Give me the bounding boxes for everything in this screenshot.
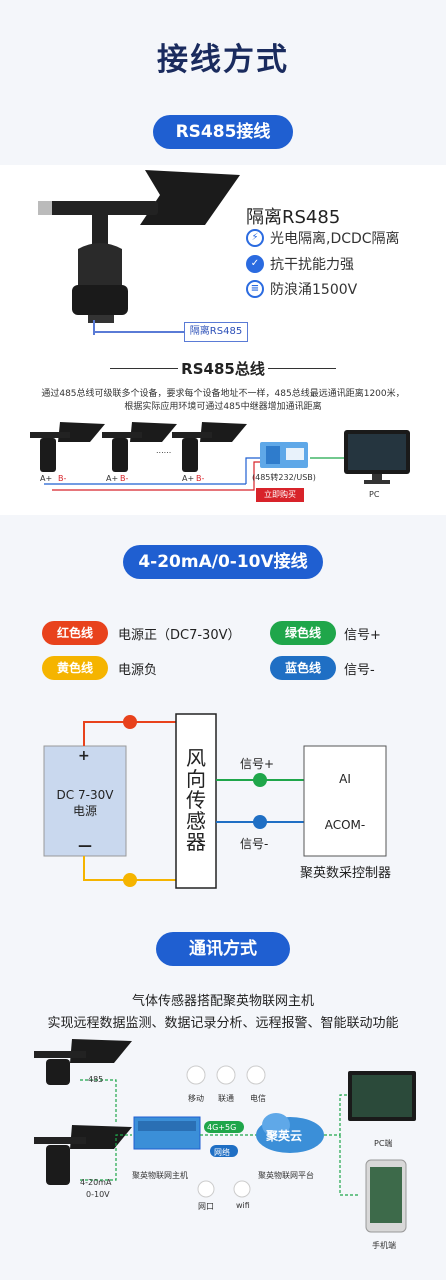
analog-pill: 4-20mA/0-10V接线 <box>123 545 323 579</box>
feature-2: ✓ 抗干扰能力强 <box>246 254 354 274</box>
bus-description: 通过485总线可级联多个设备，要求每个设备地址不一样，485总线最远通讯距离12… <box>41 389 405 412</box>
bus-title: RS485总线 <box>181 360 265 378</box>
comm-diagram <box>34 1039 416 1233</box>
power-label: DC 7-30V 电源 <box>56 788 114 818</box>
wind-vane-sensor-image <box>38 170 240 335</box>
analog-wiring-diagram <box>43 713 387 889</box>
cable-line <box>93 320 184 333</box>
shield-icon: ✓ <box>246 255 264 273</box>
divider-right <box>268 368 336 369</box>
feature-3: ≡ 防浪涌1500V <box>246 279 357 299</box>
sensor-vertical-label: 风 向 传 感 器 <box>186 746 206 854</box>
divider-left <box>110 368 178 369</box>
lines-icon: ≡ <box>246 280 264 298</box>
pc-monitor-image <box>310 430 410 484</box>
page-title: 接线方式 <box>157 42 289 78</box>
rs485-pill: RS485接线 <box>153 115 293 149</box>
sensor-title: 隔离RS485 <box>246 207 341 228</box>
comm-pill: 通讯方式 <box>156 932 290 966</box>
converter-image <box>260 442 308 468</box>
feature-1: ⚡ 光电隔离,DCDC隔离 <box>246 228 400 248</box>
buy-now-button[interactable]: 立即购买 <box>256 488 304 502</box>
lightning-icon: ⚡ <box>246 229 264 247</box>
isolated-rs485-label: 隔离RS485 <box>184 322 248 342</box>
bus-chain-diagram <box>30 422 278 491</box>
